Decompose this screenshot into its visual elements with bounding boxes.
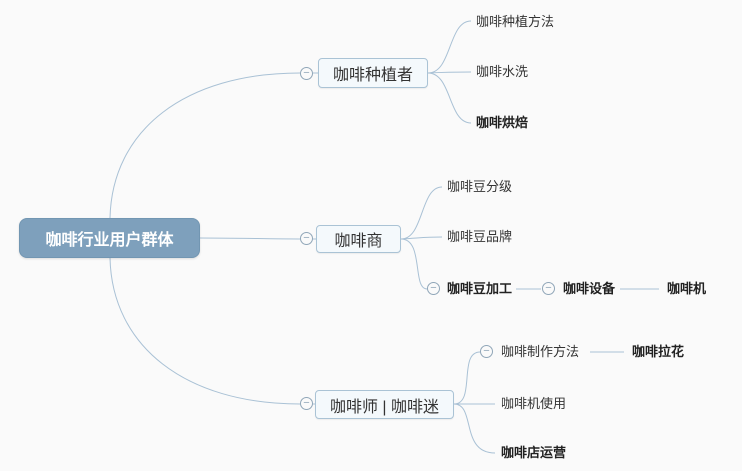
branch-node-coffee-merchants[interactable]: 咖啡商 (316, 225, 401, 253)
collapse-minus-icon[interactable]: − (427, 282, 440, 295)
leaf-node-bean-processing[interactable]: 咖啡豆加工 (447, 281, 513, 296)
branch-node-barista-coffee-fans[interactable]: 咖啡师 | 咖啡迷 (315, 390, 454, 419)
root-node-coffee-industry-users[interactable]: 咖啡行业用户群体 (19, 218, 200, 258)
leaf-node-coffee-roasting[interactable]: 咖啡烘焙 (476, 115, 529, 130)
leaf-node-coffee-machine[interactable]: 咖啡机 (667, 281, 707, 296)
collapse-minus-icon[interactable]: − (300, 397, 313, 410)
connector (109, 72, 301, 219)
connector (109, 257, 301, 405)
connector (427, 71, 472, 74)
connector (400, 236, 443, 240)
collapse-minus-icon[interactable]: − (542, 282, 555, 295)
leaf-node-bean-grading[interactable]: 咖啡豆分级 (447, 179, 513, 194)
collapse-minus-icon[interactable]: − (300, 232, 313, 245)
connector (453, 403, 496, 454)
leaf-node-coffee-equipment[interactable]: 咖啡设备 (563, 281, 616, 296)
leaf-node-planting-methods[interactable]: 咖啡种植方法 (476, 14, 555, 29)
connector (198, 237, 301, 240)
connector (400, 186, 443, 240)
leaf-node-machine-usage[interactable]: 咖啡机使用 (501, 396, 567, 411)
branch-node-coffee-growers[interactable]: 咖啡种植者 (318, 58, 428, 88)
leaf-node-coffee-washing[interactable]: 咖啡水洗 (476, 64, 529, 79)
connector (400, 238, 428, 290)
connector (427, 20, 472, 74)
leaf-node-shop-operation[interactable]: 咖啡店运营 (501, 445, 567, 460)
collapse-minus-icon[interactable]: − (300, 67, 313, 80)
leaf-node-latte-art[interactable]: 咖啡拉花 (632, 344, 685, 359)
leaf-node-bean-brands[interactable]: 咖啡豆品牌 (447, 229, 513, 244)
connector (453, 351, 481, 405)
collapse-minus-icon[interactable]: − (480, 345, 493, 358)
leaf-node-brewing-methods[interactable]: 咖啡制作方法 (501, 344, 580, 359)
connector (427, 72, 472, 124)
